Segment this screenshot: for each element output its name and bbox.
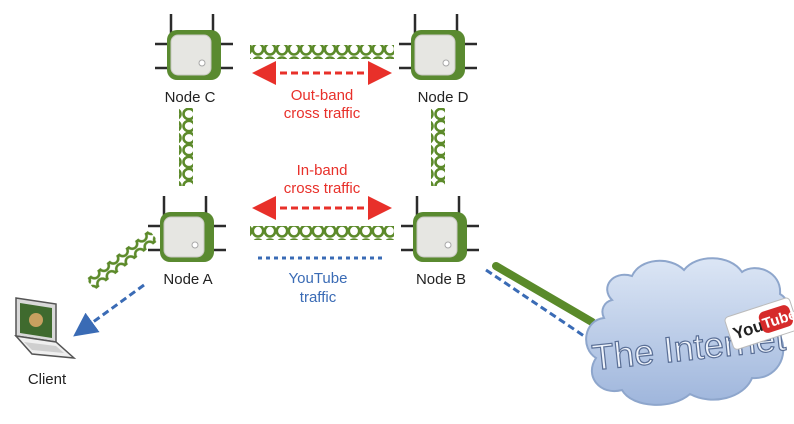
wireless-router-icon [401,196,479,262]
node-a-label: Node A [163,271,212,288]
wireless-link-c-d [250,45,394,59]
youtube-label-line1: YouTube [289,270,348,287]
laptop-icon [14,297,77,359]
cloud-icon: The Internet [585,257,791,406]
youtube-logo-icon: You Tube [724,297,794,350]
client-label: Client [28,371,67,388]
inband-label-line1: In-band [297,162,348,179]
node-c [155,14,233,80]
node-d-label: Node D [418,89,469,106]
wireless-link-c-a [179,108,193,186]
wireless-router-icon [399,14,477,80]
wireless-link-d-b [431,108,445,186]
node-c-label: Node C [165,89,216,106]
wireless-link-a-client [86,229,158,291]
wireless-router-icon [155,14,233,80]
outband-label-line1: Out-band [291,87,354,104]
inband-label-line2: cross traffic [284,180,361,197]
wired-link-b-internet [492,262,596,326]
node-d [399,14,477,80]
node-a [148,196,226,262]
youtube-traffic-path-client [73,283,145,337]
wireless-router-icon [148,196,226,262]
youtube-label-line2: traffic [300,289,337,306]
outband-label-line2: cross traffic [284,105,361,122]
wireless-link-a-b [250,226,394,240]
node-b [401,196,479,262]
node-b-label: Node B [416,271,466,288]
